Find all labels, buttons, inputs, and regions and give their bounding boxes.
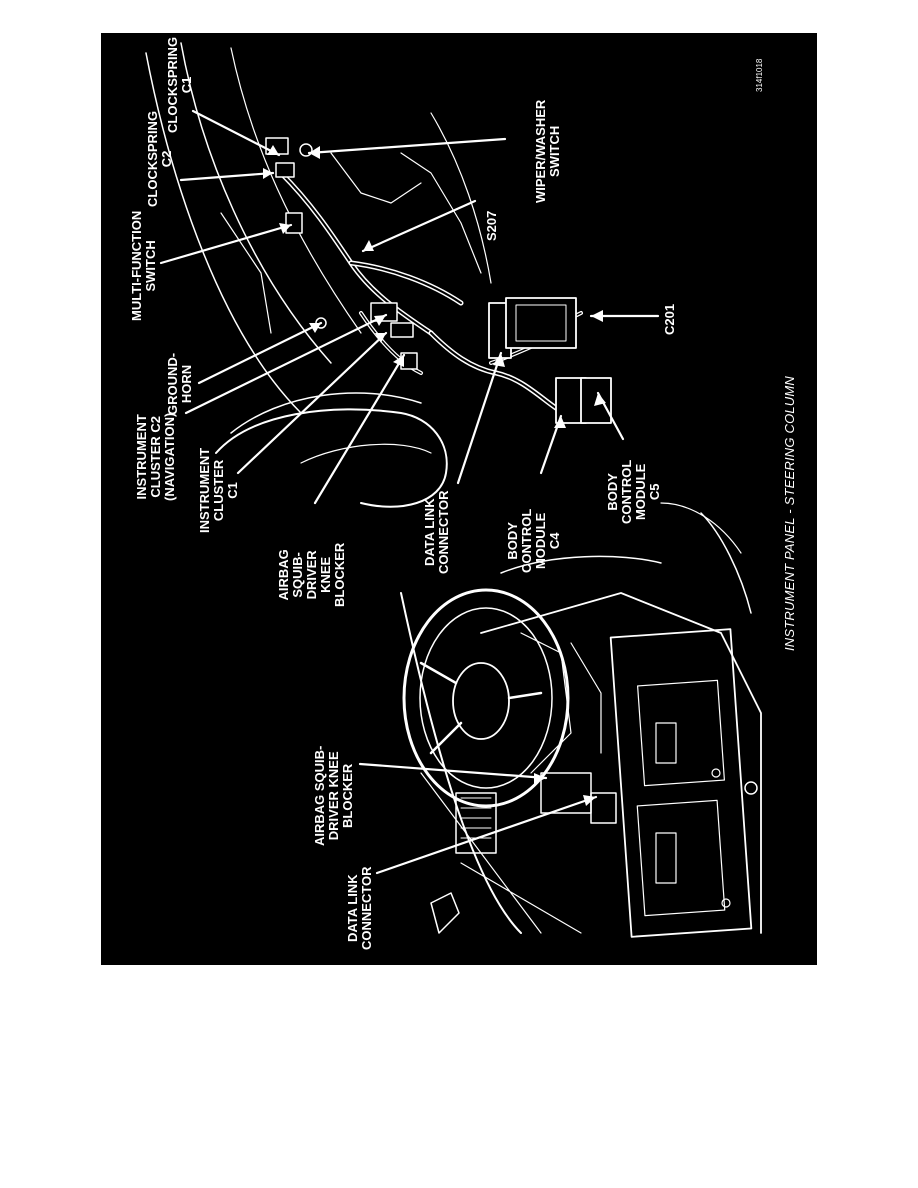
leader-clockspring-c2 xyxy=(179,171,275,182)
instrument-panel-overview xyxy=(400,502,762,938)
diagram-panel: CLOCKSPRING C1 CLOCKSPRING C2 WIPER/WASH… xyxy=(101,33,817,965)
label-data-link-connector-right: DATA LINK CONNECTOR xyxy=(422,490,451,574)
label-body-control-module-c4: BODY CONTROL MODULE C4 xyxy=(505,508,562,573)
leader-clockspring-c1 xyxy=(191,109,281,157)
leader-instrument-cluster-c1 xyxy=(236,331,388,475)
leader-airbag-squib-right xyxy=(313,353,406,505)
figure-id: 314f1018 xyxy=(755,58,764,92)
label-body-control-module-c5: BODY CONTROL MODULE C5 xyxy=(605,459,662,524)
leader-s207 xyxy=(361,199,477,253)
label-airbag-squib-right: AIRBAG SQUIB- DRIVER KNEE BLOCKER xyxy=(276,542,347,607)
leader-data-link-connector-left xyxy=(375,795,598,875)
leader-instrument-cluster-c2 xyxy=(184,313,388,415)
leader-data-link-connector-right xyxy=(456,351,503,485)
arrow-heads xyxy=(263,145,606,806)
figure-caption: INSTRUMENT PANEL - STEERING COLUMN xyxy=(782,375,797,651)
label-data-link-connector-left: DATA LINK CONNECTOR xyxy=(345,866,374,950)
label-ground-horn: GROUND- HORN xyxy=(165,352,194,415)
leader-airbag-squib-left xyxy=(358,762,548,780)
label-instrument-cluster-c1: INSTRUMENT CLUSTER C1 xyxy=(197,447,240,533)
label-instrument-cluster-c2: INSTRUMENT CLUSTER C2 (NAVIGATION) xyxy=(134,412,177,501)
label-c201: C201 xyxy=(662,303,677,335)
leader-ground-horn xyxy=(197,321,323,385)
label-airbag-squib-left: AIRBAG SQUIB- DRIVER KNEE BLOCKER xyxy=(312,745,355,846)
label-wiper-washer-switch: WIPER/WASHER SWITCH xyxy=(533,99,562,203)
leader-wiper-washer-switch xyxy=(307,137,507,155)
leader-multifunction-switch xyxy=(159,223,293,265)
label-clockspring-c2: CLOCKSPRING C2 xyxy=(145,110,174,207)
label-multifunction-switch: MULTI-FUNCTION SWITCH xyxy=(129,210,158,321)
label-s207: S207 xyxy=(484,210,499,241)
leader-lines xyxy=(159,109,660,875)
steering-column-illustration xyxy=(145,42,762,938)
